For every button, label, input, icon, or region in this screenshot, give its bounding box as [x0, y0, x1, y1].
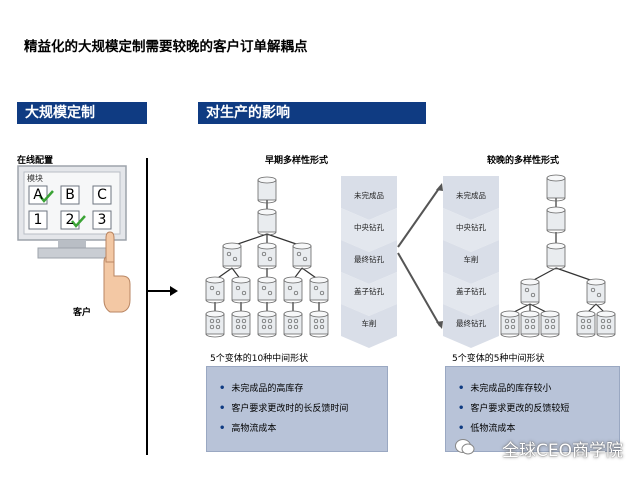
late-bullet: •未完成品的库存较小 [458, 383, 552, 394]
late-bullet: •客户要求更改的反馈较短 [458, 403, 570, 414]
late-caption: 5个变体的5种中间形状 [452, 354, 545, 364]
part-icon [576, 310, 596, 338]
page-title: 精益化的大规模定制需要较晚的客户订单解耦点 [24, 39, 308, 55]
early-caption: 5个变体的10种中间形状 [210, 354, 309, 364]
wechat-icon [455, 439, 475, 455]
part-icon [205, 310, 225, 338]
part-icon [546, 206, 566, 234]
late-consequences-box: •未完成品的库存较小 •客户要求更改的反馈较短 •低物流成本 [445, 366, 620, 452]
part-icon [257, 242, 277, 270]
watermark-text: 全球CEO商学院 [502, 441, 623, 461]
section-header-mass-customization: 大规模定制 [17, 102, 147, 124]
part-icon [292, 242, 312, 270]
monitor-illustration [17, 165, 127, 259]
late-stage-label: 车削 [463, 255, 479, 264]
part-icon [231, 310, 251, 338]
section-header-production-impact: 对生产的影响 [198, 102, 426, 124]
customer-label: 客户 [73, 308, 92, 318]
part-icon [500, 310, 520, 338]
early-stage-label: 未完成品 [354, 191, 384, 200]
module-label: 模块 [27, 174, 43, 183]
early-bullet: •未完成品的高库存 [219, 383, 304, 394]
part-icon [205, 276, 225, 304]
late-process-column [443, 176, 499, 348]
late-stage-label: 未完成品 [456, 191, 486, 200]
part-icon [283, 310, 303, 338]
part-icon [257, 310, 277, 338]
part-icon [309, 276, 329, 304]
late-stage-label: 最终钻孔 [456, 319, 486, 328]
early-bullet: •高物流成本 [219, 423, 277, 434]
late-stage-label: 中央钻孔 [456, 223, 486, 232]
late-bullet: •低物流成本 [458, 423, 516, 434]
early-process-column [341, 176, 397, 348]
option-c-button[interactable]: C [97, 187, 107, 203]
option-2-button[interactable]: 2 [65, 212, 75, 228]
part-icon [257, 208, 277, 236]
part-icon [283, 276, 303, 304]
early-consequences-box: •未完成品的高库存 •客户要求更改时的长反馈时间 •高物流成本 [206, 366, 388, 452]
part-icon [520, 278, 540, 306]
part-icon [586, 278, 606, 306]
pointing-hand-icon [103, 231, 131, 313]
early-stage-labels: 未完成品 中央钻孔 最终钻孔 盖子钻孔 车削 [341, 176, 397, 348]
part-icon [546, 174, 566, 202]
online-config-label: 在线配置 [17, 156, 54, 166]
part-icon [546, 242, 566, 270]
early-bullet: •客户要求更改时的长反馈时间 [219, 403, 349, 414]
part-icon [257, 276, 277, 304]
part-icon [540, 310, 560, 338]
late-stage-labels: 未完成品 中央钻孔 车削 盖子钻孔 最终钻孔 [443, 176, 499, 348]
early-stage-label: 车削 [361, 319, 377, 328]
option-a-button[interactable]: A [33, 187, 43, 203]
cross-arrows [397, 186, 441, 327]
part-icon [520, 310, 540, 338]
option-1-button[interactable]: 1 [33, 212, 43, 228]
early-stage-label: 盖子钻孔 [354, 287, 384, 296]
part-icon [596, 310, 616, 338]
option-b-button[interactable]: B [65, 187, 75, 203]
part-icon [257, 176, 277, 204]
early-variation-heading: 早期多样性形式 [265, 156, 329, 166]
late-variation-heading: 较晚的多样性形式 [487, 156, 560, 166]
part-icon [309, 310, 329, 338]
early-stage-label: 最终钻孔 [354, 255, 384, 264]
part-icon [231, 276, 251, 304]
option-3-button[interactable]: 3 [97, 212, 107, 228]
part-icon [222, 242, 242, 270]
early-stage-label: 中央钻孔 [354, 223, 384, 232]
late-stage-label: 盖子钻孔 [456, 287, 486, 296]
